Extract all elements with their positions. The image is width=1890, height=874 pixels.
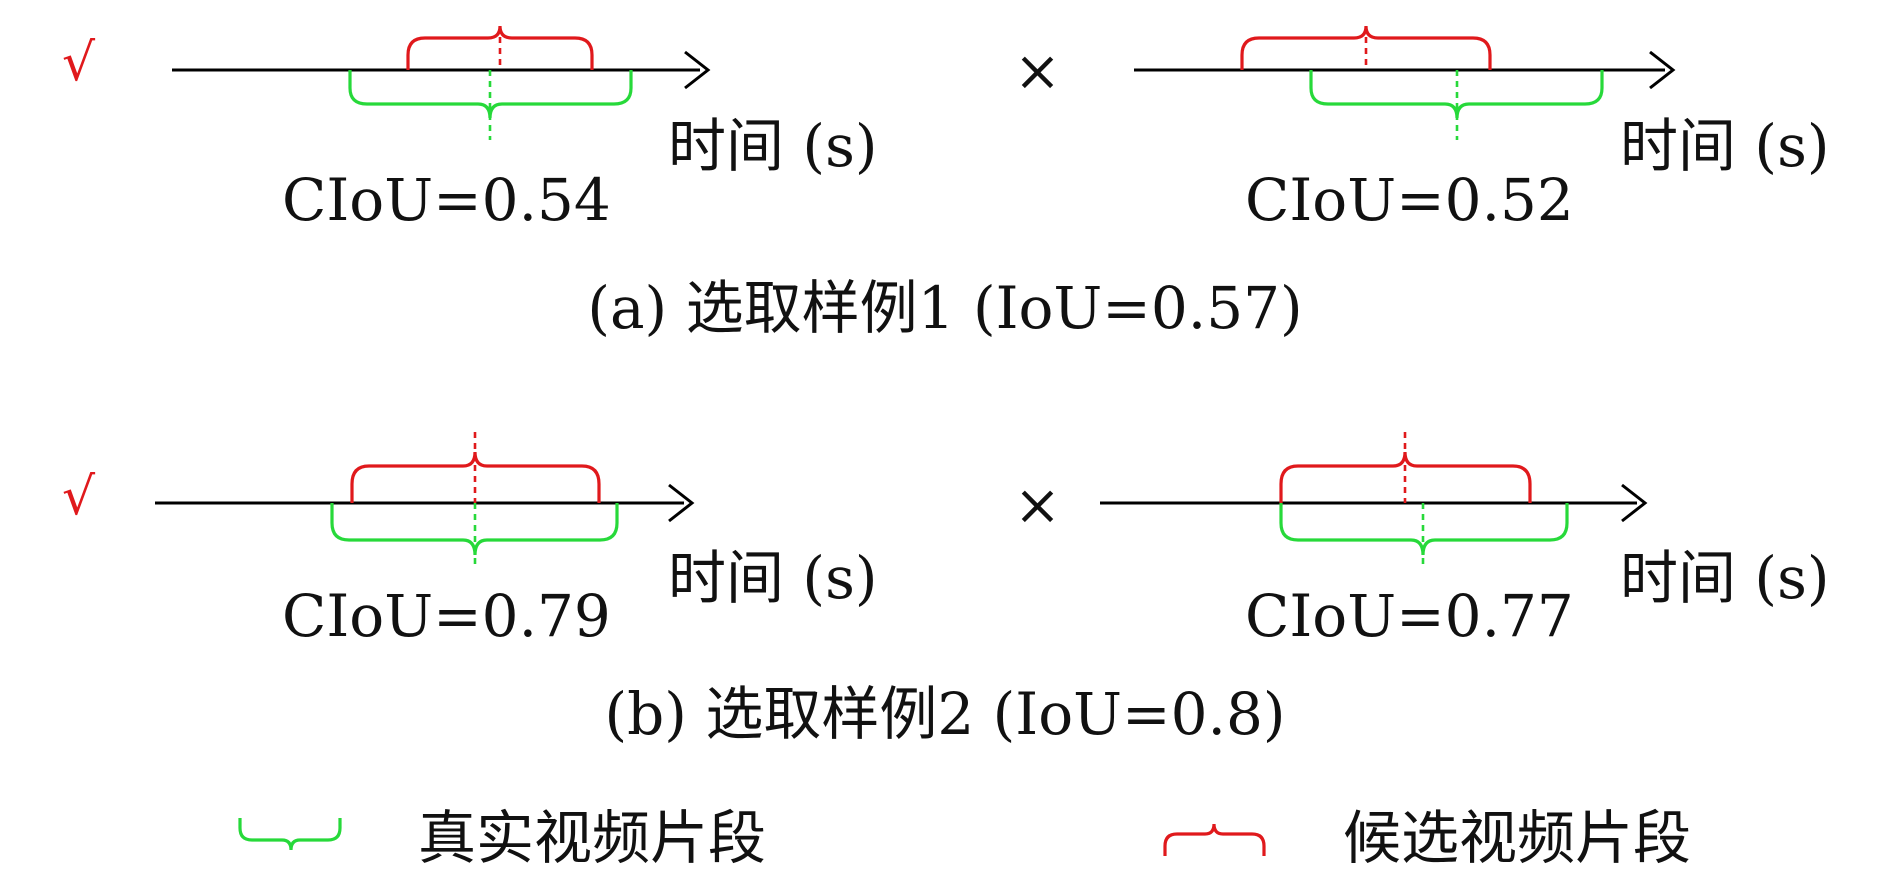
row-b-right-panel: × 时间 (s) CIoU=0.77 <box>1014 432 1829 650</box>
legend-candidate-label: 候选视频片段 <box>1343 804 1691 872</box>
ciou-value: CIoU=0.79 <box>282 582 611 650</box>
ground-truth-brace-icon <box>238 818 342 851</box>
row-a-right-panel: × 时间 (s) CIoU=0.52 <box>1014 25 1829 234</box>
legend-ground-truth-label: 真实视频片段 <box>418 804 766 872</box>
candidate-segment-brace <box>1279 451 1532 503</box>
legend: 真实视频片段 候选视频片段 <box>238 804 1691 872</box>
ciou-value: CIoU=0.77 <box>1245 582 1574 650</box>
candidate-brace-icon <box>1163 823 1266 856</box>
row-a-left-panel: √ 时间 (s) CIoU=0.54 <box>62 25 877 234</box>
axis-arrow-icon <box>668 483 695 523</box>
axis-label: 时间 (s) <box>668 112 877 180</box>
cross-icon: × <box>1014 473 1061 538</box>
ground-truth-segment-brace <box>330 503 619 556</box>
axis-arrow-icon <box>1649 50 1676 90</box>
check-icon: √ <box>62 33 96 93</box>
check-icon: √ <box>62 467 96 527</box>
axis-label: 时间 (s) <box>1620 112 1829 180</box>
axis-arrow-icon <box>684 50 711 90</box>
axis-label: 时间 (s) <box>1620 544 1829 612</box>
ground-truth-segment-brace <box>1279 503 1569 556</box>
candidate-segment-brace <box>350 451 601 503</box>
axis-arrow-icon <box>1621 483 1648 523</box>
axis-label: 时间 (s) <box>668 544 877 612</box>
row-b-left-panel: √ 时间 (s) CIoU=0.79 <box>62 432 877 650</box>
caption-row-a: (a) 选取样例1 (IoU=0.57) <box>587 274 1302 342</box>
cross-icon: × <box>1014 39 1061 104</box>
ciou-value: CIoU=0.52 <box>1245 166 1574 234</box>
caption-row-b: (b) 选取样例2 (IoU=0.8) <box>605 680 1286 748</box>
ciou-value: CIoU=0.54 <box>282 166 611 234</box>
